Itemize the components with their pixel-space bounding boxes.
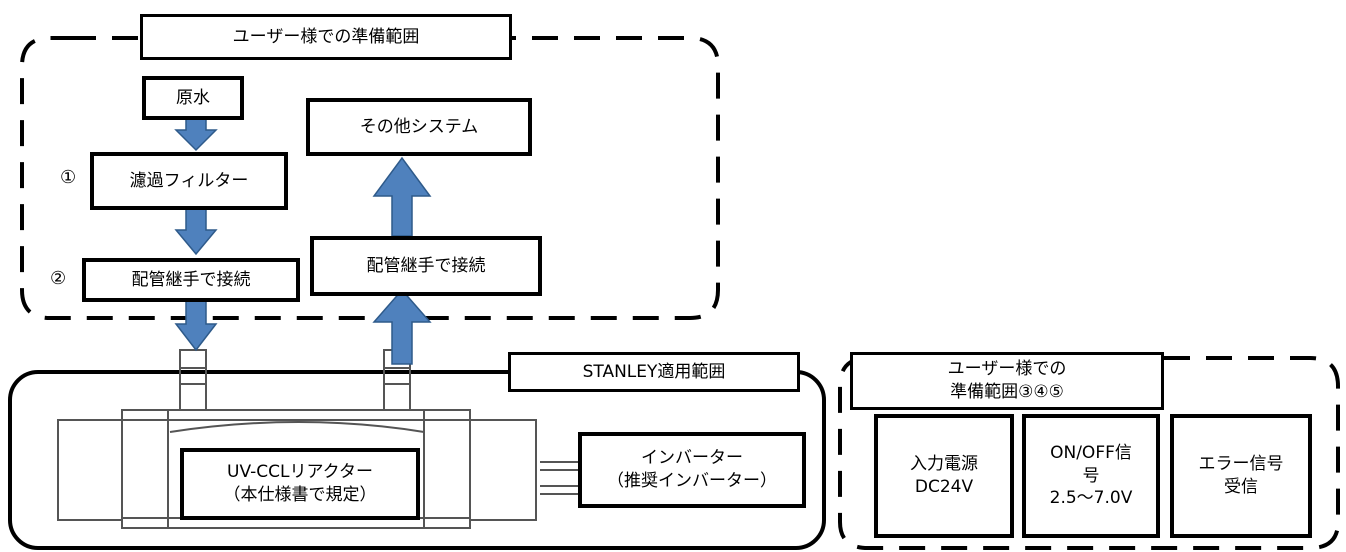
fitting-right-node: 配管継手で接続 <box>310 236 542 296</box>
user-scope-top-region <box>20 36 720 320</box>
error-signal-node: エラー信号 受信 <box>1170 414 1312 538</box>
step-1-marker: ① <box>60 167 77 188</box>
arrow-down-raw-to-filter <box>174 117 218 152</box>
fitting-left-node: 配管継手で接続 <box>82 258 300 302</box>
arrow-up-fitting-to-system <box>372 156 432 237</box>
onoff-signal-node: ON/OFF信 号 2.5～7.0V <box>1022 414 1160 538</box>
inverter-node: インバーター （推奨インバーター） <box>578 432 806 508</box>
other-system-node: その他システム <box>306 98 532 156</box>
user-scope-right-title: ユーザー様での 準備範囲③④⑤ <box>850 352 1164 410</box>
step-2-marker: ② <box>50 268 67 289</box>
reactor-node: UV-CCLリアクター （本仕様書で規定） <box>180 448 420 520</box>
power-input-node: 入力電源 DC24V <box>874 414 1014 538</box>
arrow-down-filter-to-fitting <box>174 207 218 256</box>
stanley-scope-title: STANLEY適用範囲 <box>508 352 800 392</box>
raw-water-node: 原水 <box>142 76 244 120</box>
filter-node: 濾過フィルター <box>90 152 288 210</box>
user-scope-top-title: ユーザー様での準備範囲 <box>140 14 512 60</box>
arrow-down-fitting-to-reactor <box>174 299 218 352</box>
user-scope-right-region <box>838 356 1340 550</box>
stanley-scope-region <box>8 370 826 550</box>
reactor-sketch <box>57 349 578 529</box>
arrow-up-reactor-to-fitting <box>372 288 432 365</box>
